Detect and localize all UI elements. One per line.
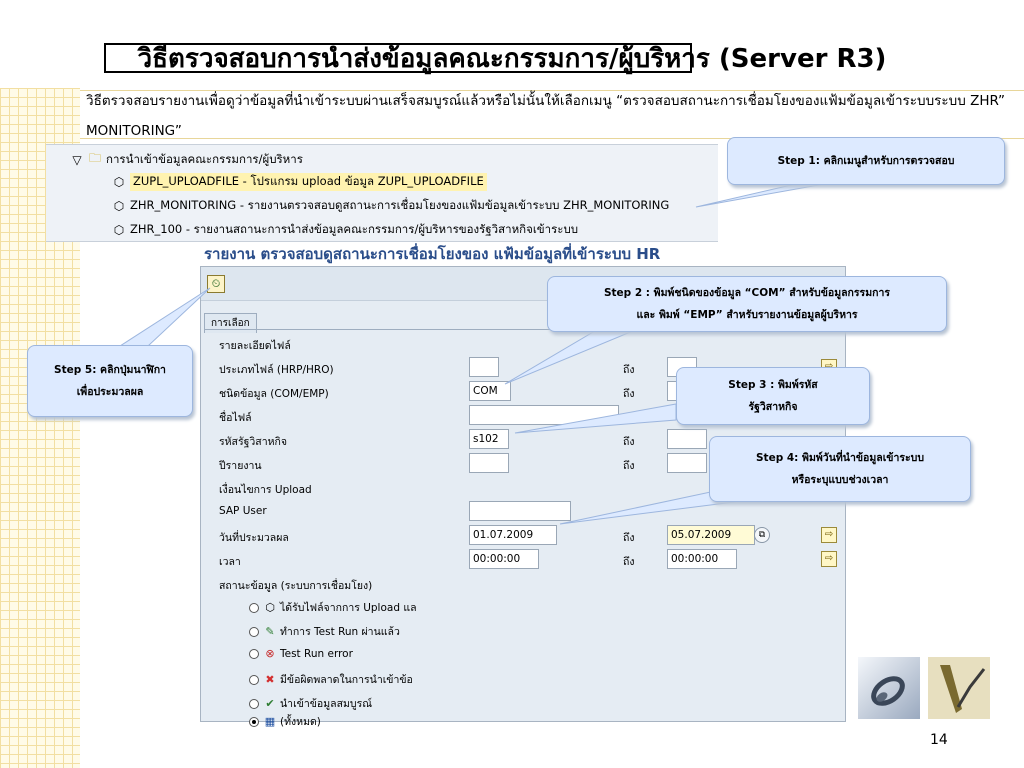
company-code-to-input[interactable] (667, 429, 707, 449)
section-upload-conditions: เงื่อนไขการ Upload (219, 484, 312, 496)
test-pass-icon: ✎ (265, 625, 275, 638)
to-label: ถึง (623, 364, 635, 376)
package-icon: ⬡ (265, 601, 275, 614)
to-label: ถึง (623, 556, 635, 568)
company-code-label: รหัสรัฐวิสาหกิจ (219, 436, 288, 448)
tree-folder[interactable]: ▽ 🗀 การนำเข้าข้อมูลคณะกรรมการ/ผู้บริหาร (70, 149, 303, 170)
expand-arrow-icon[interactable]: ▽ (72, 152, 82, 167)
callout-text: Step 2 : พิมพ์ชนิดของข้อมูล “COM” สำหรับ… (603, 287, 891, 299)
status-option-label: นำเข้าข้อมูลสมบูรณ์ (280, 698, 372, 710)
callout-text: Step 3 : พิมพ์รหัส (728, 379, 818, 391)
sap-user-input[interactable] (469, 501, 571, 521)
radio-button[interactable] (249, 648, 259, 659)
callout-text: รัฐวิสาหกิจ (748, 401, 798, 413)
callout-text: เพื่อประมวลผล (76, 386, 144, 398)
radio-button-selected[interactable] (249, 716, 259, 727)
cube-icon: ⬡ (113, 223, 125, 237)
report-title: รายงาน ตรวจสอบดูสถานะการเชื่อมโยงของ แฟ้… (204, 245, 661, 263)
to-label: ถึง (623, 436, 635, 448)
green-check-icon: ✔ (265, 697, 275, 710)
callout-text: หรือระบุแบบช่วงเวลา (791, 474, 889, 486)
tree-item-zupl[interactable]: ⬡ ZUPL_UPLOADFILE - โปรแกรม upload ข้อมู… (112, 173, 487, 191)
radio-button[interactable] (249, 602, 259, 613)
callout-step-4: Step 4: พิมพ์วันที่นำข้อมูลเข้าระบบ หรือ… (709, 436, 971, 502)
tree-item-label: ZHR_MONITORING - รายงานตรวจสอบดูสถานะการ… (130, 198, 670, 212)
callout-step-2: Step 2 : พิมพ์ชนิดของข้อมูล “COM” สำหรับ… (547, 276, 947, 332)
to-label: ถึง (623, 532, 635, 544)
sap-user-label: SAP User (219, 505, 267, 517)
page-number: 14 (930, 732, 948, 748)
tree-folder-label: การนำเข้าข้อมูลคณะกรรมการ/ผู้บริหาร (106, 151, 303, 166)
callout-step-5: Step 5: คลิกปุ่มนาฬิกา เพื่อประมวลผล (27, 345, 193, 417)
radio-button[interactable] (249, 626, 259, 637)
process-date-to-input[interactable]: 05.07.2009 (667, 525, 755, 545)
report-year-label: ปีรายงาน (219, 460, 262, 472)
divider (80, 90, 1024, 91)
tree-item-zhr-100[interactable]: ⬡ ZHR_100 - รายงานสถานะการนำส่งข้อมูลคณะ… (112, 221, 578, 239)
status-option-label: ทำการ Test Run ผ่านแล้ว (280, 626, 400, 638)
report-year-input[interactable] (469, 453, 509, 473)
decorative-metal-rings-image (858, 657, 920, 719)
decorative-pen-image (928, 657, 990, 719)
time-to-input[interactable]: 00:00:00 (667, 549, 737, 569)
folder-icon: 🗀 (88, 151, 101, 165)
callout-text: Step 1: คลิกเมนูสำหรับการตรวจสอบ (777, 155, 955, 167)
file-type-label: ประเภทไฟล์ (HRP/HRO) (219, 364, 334, 376)
status-option[interactable]: ⊗ Test Run error (249, 647, 353, 660)
status-option[interactable]: ✎ ทำการ Test Run ผ่านแล้ว (249, 623, 400, 640)
status-option[interactable]: ✔ นำเข้าข้อมูลสมบูรณ์ (249, 695, 372, 712)
callout-step-3: Step 3 : พิมพ์รหัส รัฐวิสาหกิจ (676, 367, 870, 425)
file-type-input[interactable] (469, 357, 499, 377)
test-error-icon: ⊗ (265, 647, 275, 660)
tree-item-zhr-monitoring[interactable]: ⬡ ZHR_MONITORING - รายงานตรวจสอบดูสถานะก… (112, 197, 670, 215)
section-file-details: รายละเอียดไฟล์ (219, 340, 291, 352)
table-icon: ▦ (264, 715, 276, 728)
data-type-input[interactable]: COM (469, 381, 511, 401)
cube-icon: ⬡ (113, 199, 125, 213)
calendar-help-icon[interactable]: ⧉ (754, 527, 770, 543)
status-option-label: (ทั้งหมด) (280, 716, 321, 728)
selection-highlight-box (104, 43, 692, 73)
callout-text: Step 5: คลิกปุ่มนาฬิกา (54, 364, 166, 376)
callout-text: และ พิมพ์ “EMP” สำหรับรายงานข้อมูลผู้บริ… (636, 309, 858, 321)
multiple-selection-arrow-icon[interactable]: ⇨ (821, 551, 837, 567)
report-year-to-input[interactable] (667, 453, 707, 473)
step5-pointer (118, 287, 211, 347)
slide-description: วิธีตรวจสอบรายงานเพื่อดูว่าข้อมูลที่นำเข… (86, 93, 1006, 139)
tree-item-label: ZUPL_UPLOADFILE - โปรแกรม upload ข้อมูล … (130, 173, 487, 191)
file-name-input[interactable] (469, 405, 619, 425)
execute-clock-button[interactable]: ⏲ (207, 275, 225, 293)
status-option[interactable]: ▦ (ทั้งหมด) (249, 713, 321, 730)
time-label: เวลา (219, 556, 241, 568)
company-code-input[interactable]: s102 (469, 429, 509, 449)
status-option[interactable]: ⬡ ได้รับไฟล์จากการ Upload แล (249, 599, 417, 616)
tree-item-label: ZHR_100 - รายงานสถานะการนำส่งข้อมูลคณะกร… (130, 222, 579, 236)
section-status: สถานะข้อมูล (ระบบการเชื่อมโยง) (219, 580, 373, 592)
cube-icon: ⬡ (113, 175, 125, 189)
sap-menu-tree: ▽ 🗀 การนำเข้าข้อมูลคณะกรรมการ/ผู้บริหาร … (46, 144, 718, 242)
time-from-input[interactable]: 00:00:00 (469, 549, 539, 569)
to-label: ถึง (623, 460, 635, 472)
radio-button[interactable] (249, 674, 259, 685)
process-date-from-input[interactable]: 01.07.2009 (469, 525, 557, 545)
data-type-label: ชนิดข้อมูล (COM/EMP) (219, 388, 329, 400)
callout-step-1: Step 1: คลิกเมนูสำหรับการตรวจสอบ (727, 137, 1005, 185)
radio-button[interactable] (249, 698, 259, 709)
slide-title: วิธีตรวจสอบการนำส่งข้อมูลคณะกรรมการ/ผู้บ… (137, 44, 887, 74)
red-x-icon: ✖ (265, 673, 275, 686)
to-label: ถึง (623, 388, 635, 400)
multiple-selection-arrow-icon[interactable]: ⇨ (821, 527, 837, 543)
divider (80, 138, 1024, 139)
process-date-label: วันที่ประมวลผล (219, 532, 289, 544)
status-option-label: ได้รับไฟล์จากการ Upload แล (280, 602, 417, 614)
group-label: การเลือก (204, 313, 257, 333)
file-name-label: ชื่อไฟล์ (219, 412, 252, 424)
status-option[interactable]: ✖ มีข้อผิดพลาดในการนำเข้าข้อ (249, 671, 413, 688)
status-option-label: มีข้อผิดพลาดในการนำเข้าข้อ (280, 674, 413, 686)
callout-text: Step 4: พิมพ์วันที่นำข้อมูลเข้าระบบ (756, 452, 924, 464)
status-option-label: Test Run error (280, 647, 353, 660)
